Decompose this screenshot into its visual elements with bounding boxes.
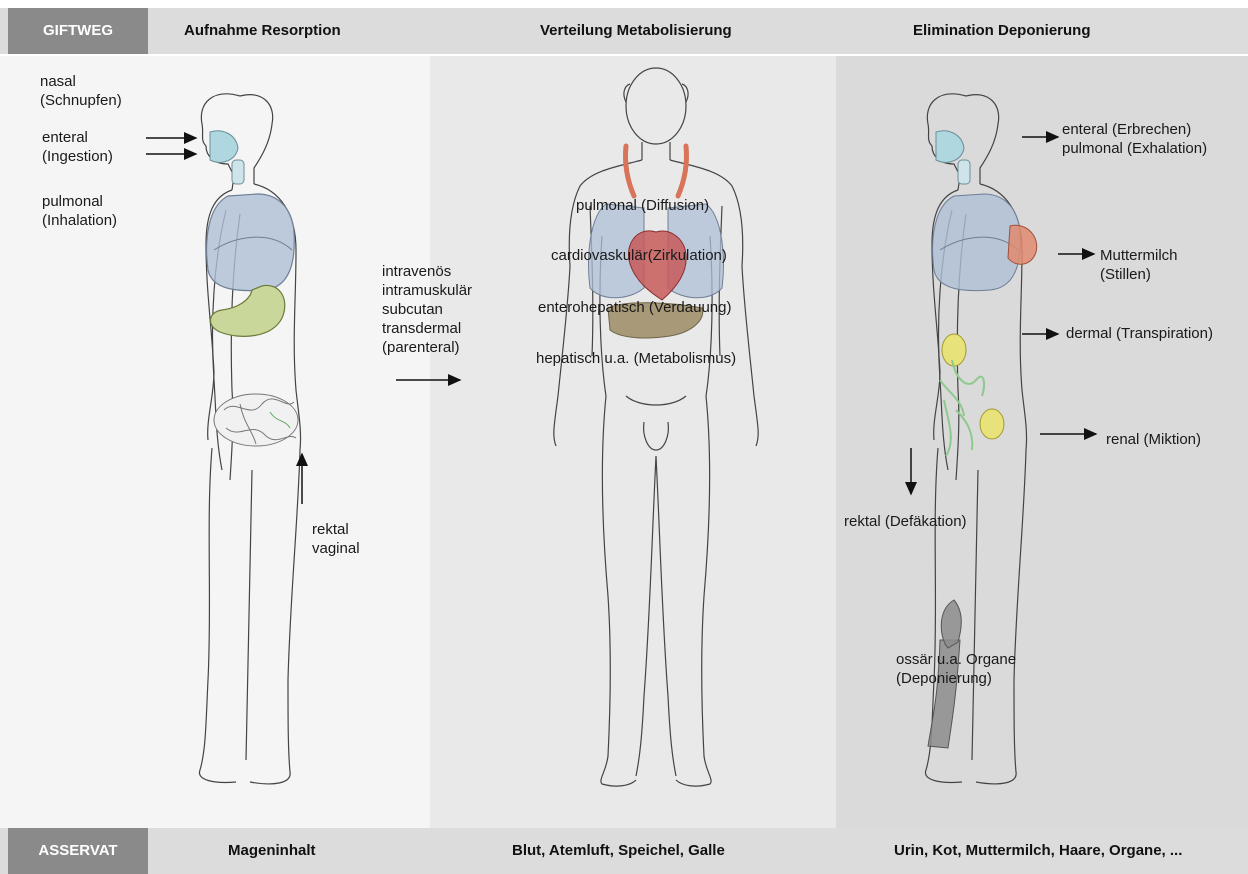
header-distribution: Verteilung Metabolisierung: [540, 8, 732, 54]
footer-tag: ASSERVAT: [8, 828, 148, 874]
neck-vessels: [625, 146, 686, 196]
label-pulmonal-diffusion: pulmonal (Diffusion): [576, 196, 709, 215]
body-front-view-distribution: [430, 56, 836, 828]
footer-bar: ASSERVAT Mageninhalt Blut, Atemluft, Spe…: [0, 828, 1248, 874]
label-enterohepatic: enterohepatisch (Verdauung): [538, 298, 731, 317]
footer-uptake: Mageninhalt: [228, 828, 316, 874]
footer-elimination: Urin, Kot, Muttermilch, Haare, Organe, .…: [894, 828, 1182, 874]
footer-distribution: Blut, Atemluft, Speichel, Galle: [512, 828, 725, 874]
uptake-arrows: [0, 0, 470, 828]
elimination-arrows: [836, 0, 1248, 828]
label-cardiovascular: cardiovaskulär(Zirkulation): [551, 246, 727, 265]
label-hepatic: hepatisch u.a. (Metabolismus): [536, 349, 736, 368]
